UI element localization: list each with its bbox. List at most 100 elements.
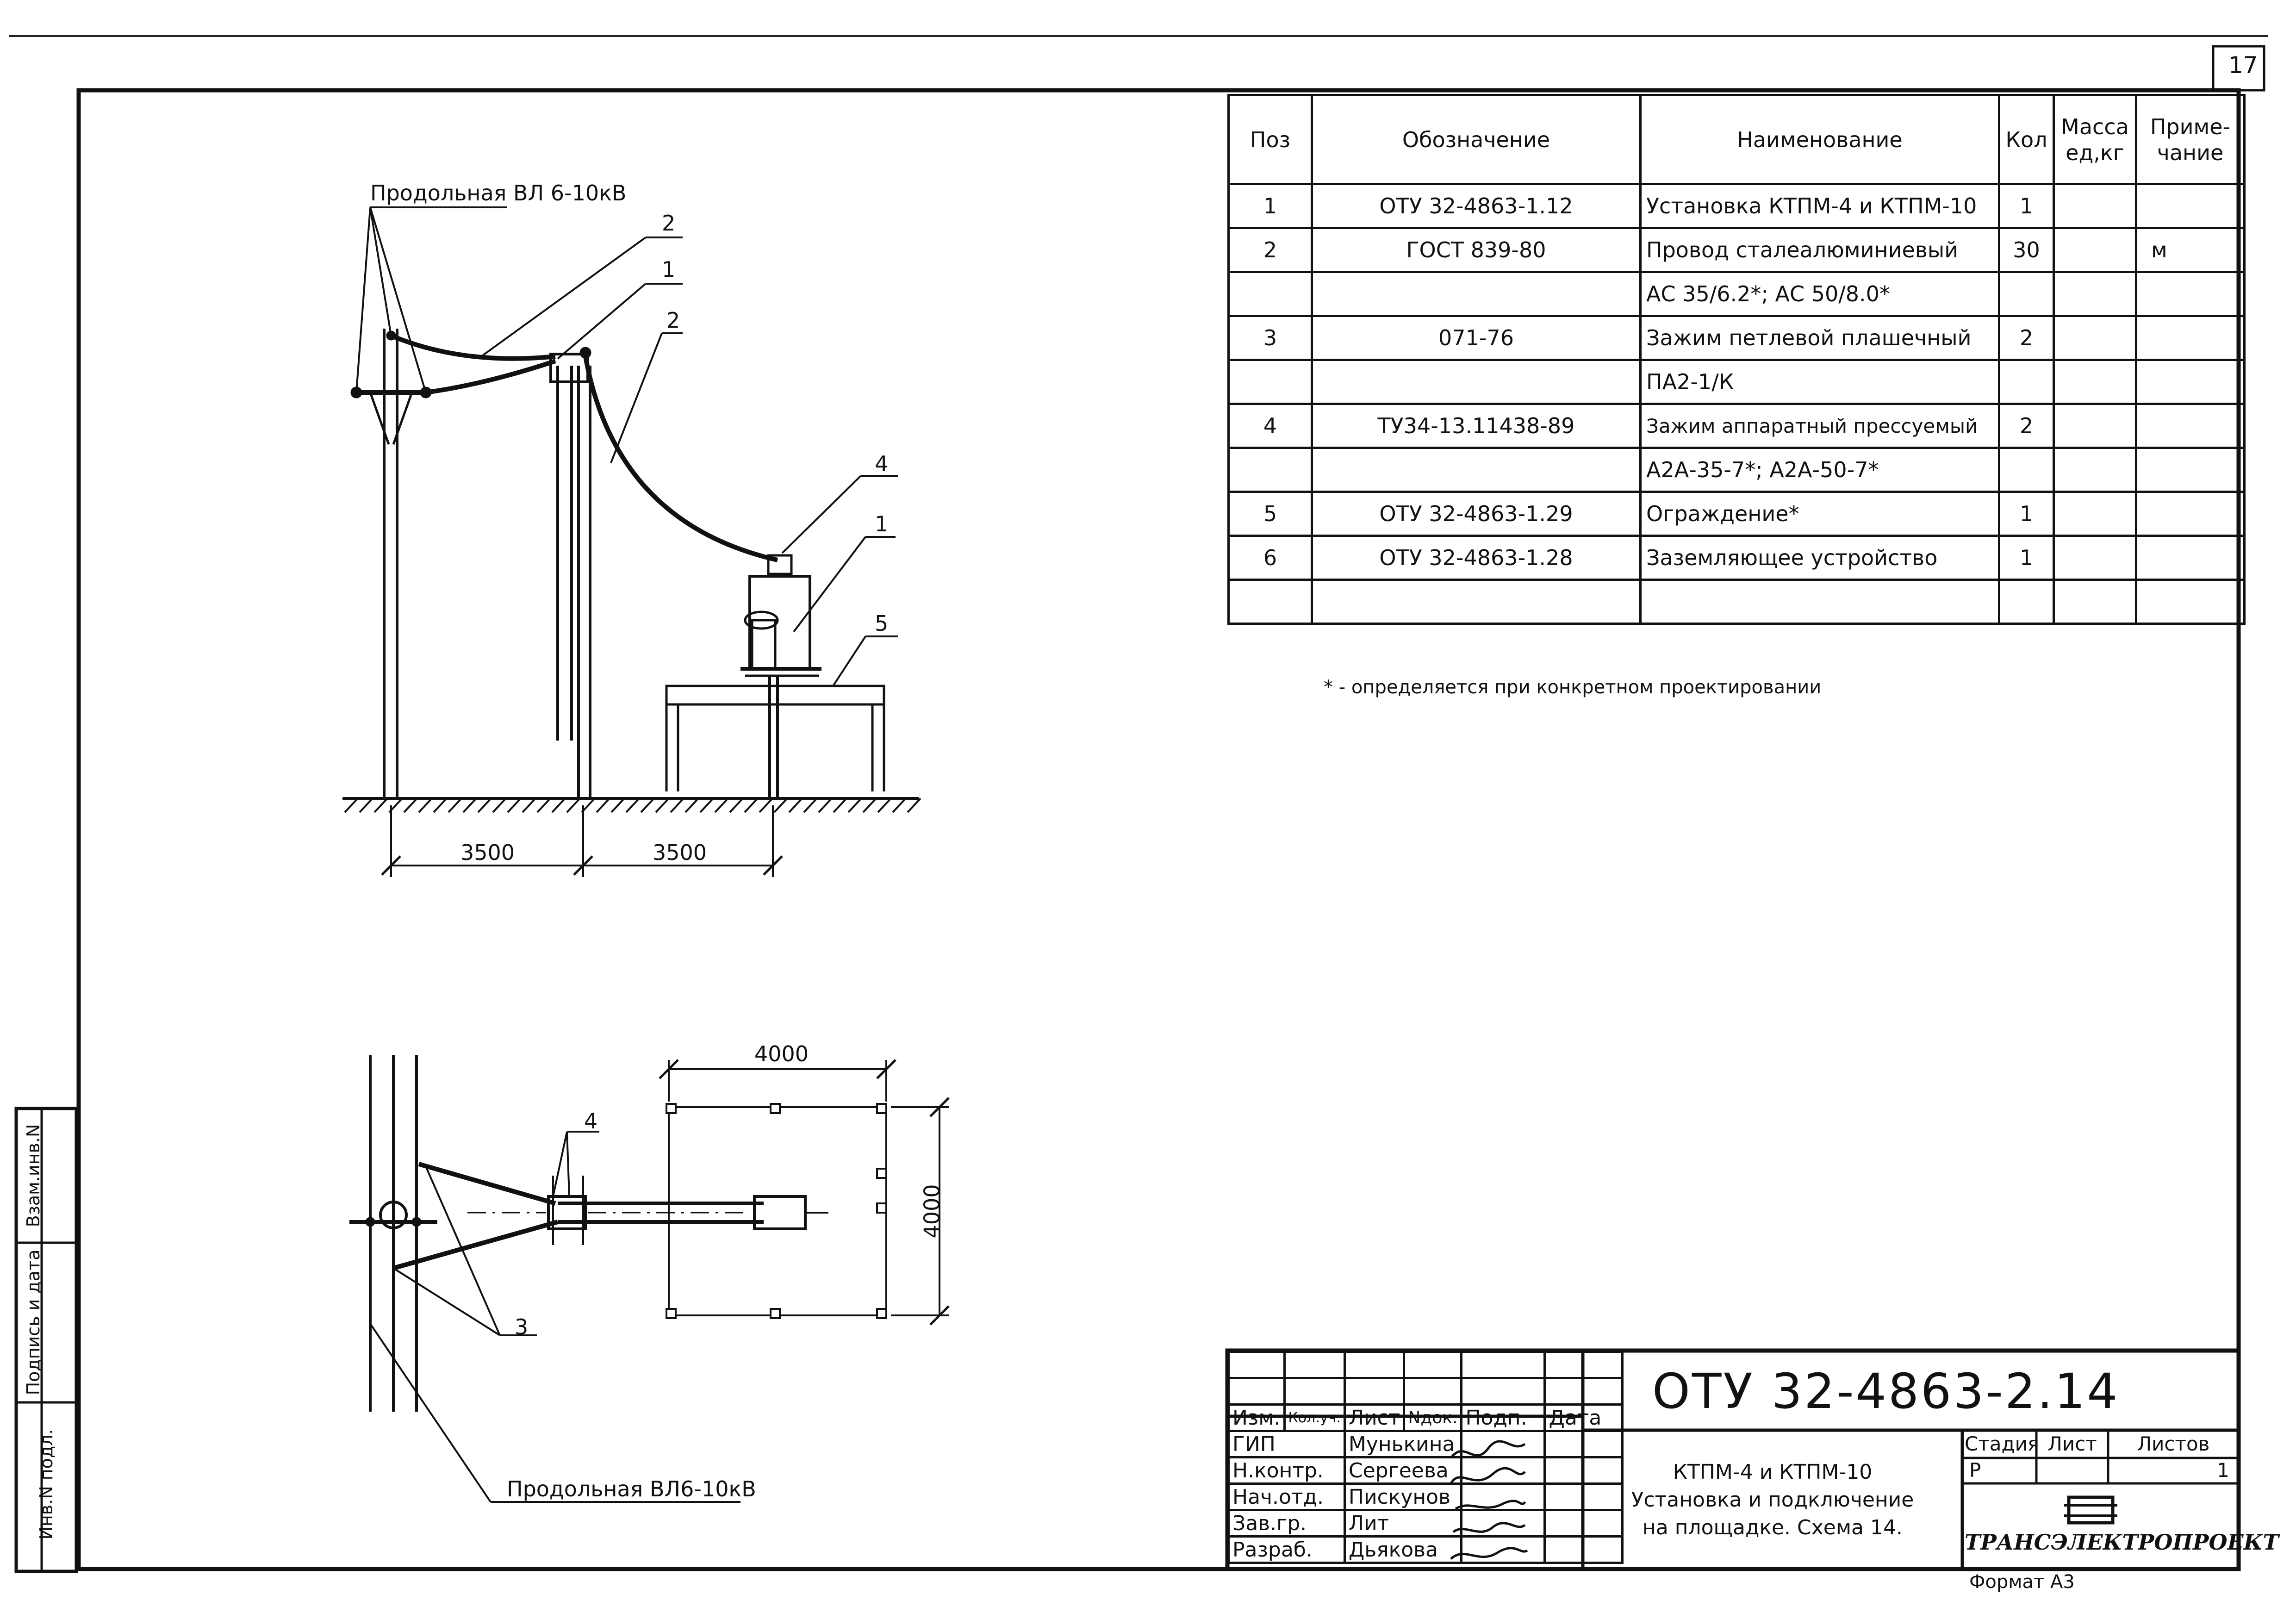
cell-designation: [1311, 359, 1642, 405]
title-line-1: КТПМ-4 и КТПМ-10: [1673, 1460, 1873, 1484]
role-label: Разраб.: [1227, 1535, 1346, 1564]
cell-name: Установка КТПМ-4 и КТПМ-10: [1639, 183, 2000, 229]
ground-hatch: [344, 797, 359, 813]
cell-qty: [1998, 271, 2055, 317]
signature-row: Нач.отд. Пискунов: [1227, 1482, 1624, 1511]
cell-qty: [1998, 359, 2055, 405]
role-label: Зав.гр.: [1227, 1509, 1346, 1538]
cell-name: ПА2-1/К: [1639, 359, 2000, 405]
table-row: А2А-35-7*; А2А-50-7*: [1227, 447, 2246, 493]
ground-hatch: [477, 797, 492, 813]
cell-note: [2135, 183, 2246, 229]
cell-note: [2135, 579, 2246, 625]
ground-hatch: [625, 797, 640, 813]
cell-qty: 2: [1998, 403, 2055, 449]
ground-hatch: [773, 797, 788, 813]
ground-hatch: [818, 797, 833, 813]
cell-note: [2135, 359, 2246, 405]
ground-hatch: [596, 797, 610, 813]
role-label: Н.контр.: [1227, 1456, 1346, 1485]
cell-designation: [1311, 271, 1642, 317]
cell-mass: [2053, 227, 2137, 273]
callout-elev-4: 4: [875, 451, 889, 476]
document-code: ОТУ 32-4863-2.14: [1652, 1363, 2120, 1420]
callout-elev-2a: 2: [662, 211, 676, 236]
organization-name: ТРАНСЭЛЕКТРОПРОЕКТ: [1965, 1530, 2279, 1555]
head-kol-uch: Кол.уч.: [1283, 1403, 1346, 1432]
cell-designation: ОТУ 32-4863-1.29: [1311, 491, 1642, 537]
ground-hatch: [803, 797, 818, 813]
ground-hatch: [892, 797, 907, 813]
blank-row: [1227, 1377, 1624, 1406]
ground-hatch: [433, 797, 448, 813]
cell-mass: [2053, 491, 2137, 537]
sheet-label: Лист: [2047, 1432, 2097, 1455]
cell-designation: [1311, 579, 1642, 625]
ground-hatch: [759, 797, 773, 813]
cell-pos: 5: [1227, 491, 1313, 537]
role-label: Нач.отд.: [1227, 1482, 1346, 1511]
cell-designation: [1311, 447, 1642, 493]
table-row: 5 ОТУ 32-4863-1.29 Ограждение* 1: [1227, 491, 2246, 537]
cell-qty: 1: [1998, 491, 2055, 537]
cell-designation: ГОСТ 839-80: [1311, 227, 1642, 273]
sheet-number-box: [2212, 45, 2265, 92]
sheets-label: Листов: [2137, 1432, 2210, 1455]
ground-hatch: [403, 797, 418, 813]
format-label: Формат А3: [1969, 1571, 2075, 1593]
callout-plan-3: 3: [515, 1314, 529, 1339]
table-row: 1 ОТУ 32-4863-1.12 Установка КТПМ-4 и КТ…: [1227, 183, 2246, 229]
cell-pos: 4: [1227, 403, 1313, 449]
ground-hatch: [522, 797, 536, 813]
ground-hatch: [462, 797, 477, 813]
specification-table: Поз Обозначение Наименование Кол Масса е…: [1227, 94, 2246, 625]
ground-hatch: [566, 797, 581, 813]
footnote: * - определяется при конкретном проектир…: [1324, 677, 1822, 698]
ground-hatch: [655, 797, 670, 813]
cell-pos: [1227, 579, 1313, 625]
header-designation: Обозначение: [1311, 94, 1642, 185]
cell-note: [2135, 315, 2246, 361]
head-list: Лист: [1343, 1403, 1406, 1432]
cell-mass: [2053, 447, 2137, 493]
sheet-number: 17: [2228, 52, 2258, 79]
cell-name: А2А-35-7*; А2А-50-7*: [1639, 447, 2000, 493]
ground-hatch: [418, 797, 433, 813]
cell-qty: 1: [1998, 183, 2055, 229]
ground-hatch: [448, 797, 462, 813]
table-row: ПА2-1/К: [1227, 359, 2246, 405]
head-ndok: Nдок.: [1403, 1403, 1463, 1432]
cell-mass: [2053, 359, 2137, 405]
table-row: 4 ТУ34-13.11438-89 Зажим аппаратный прес…: [1227, 403, 2246, 449]
ground-hatch: [551, 797, 566, 813]
cell-note: [2135, 271, 2246, 317]
ground-hatch: [729, 797, 744, 813]
title-line-2: Установка и подключение: [1631, 1488, 1914, 1512]
ground-hatch: [610, 797, 625, 813]
cell-designation: ОТУ 32-4863-1.12: [1311, 183, 1642, 229]
cell-name: Провод сталеалюминиевый: [1639, 227, 2000, 273]
cell-name: Зажим аппаратный прессуемый: [1639, 403, 2000, 449]
header-mass: Масса ед,кг: [2053, 94, 2137, 185]
side-stamp-frame: [14, 1107, 78, 1573]
table-row: [1227, 579, 2246, 625]
role-label: ГИП: [1227, 1430, 1346, 1458]
ground-hatch: [788, 797, 803, 813]
cell-note: [2135, 403, 2246, 449]
title-head-row: Изм. Кол.уч. Лист Nдок. Подп. Дата: [1227, 1403, 1624, 1432]
title-block-signatures: Изм. Кол.уч. Лист Nдок. Подп. Дата ГИП М…: [1227, 1351, 1624, 1564]
cell-pos: [1227, 447, 1313, 493]
person-name: Сергеева: [1343, 1456, 1463, 1485]
ground-hatch: [373, 797, 388, 813]
header-qty: Кол: [1998, 94, 2055, 185]
ground-hatch: [699, 797, 714, 813]
cell-mass: [2053, 315, 2137, 361]
cell-name: АС 35/6.2*; АС 50/8.0*: [1639, 271, 2000, 317]
cell-qty: 2: [1998, 315, 2055, 361]
ground-hatch: [744, 797, 759, 813]
drawing-frame: [76, 88, 2241, 1571]
cell-pos: 1: [1227, 183, 1313, 229]
head-podp: Подп.: [1460, 1403, 1546, 1432]
callout-elev-1b: 1: [875, 511, 889, 536]
cell-name: Зажим петлевой плашечный: [1639, 315, 2000, 361]
